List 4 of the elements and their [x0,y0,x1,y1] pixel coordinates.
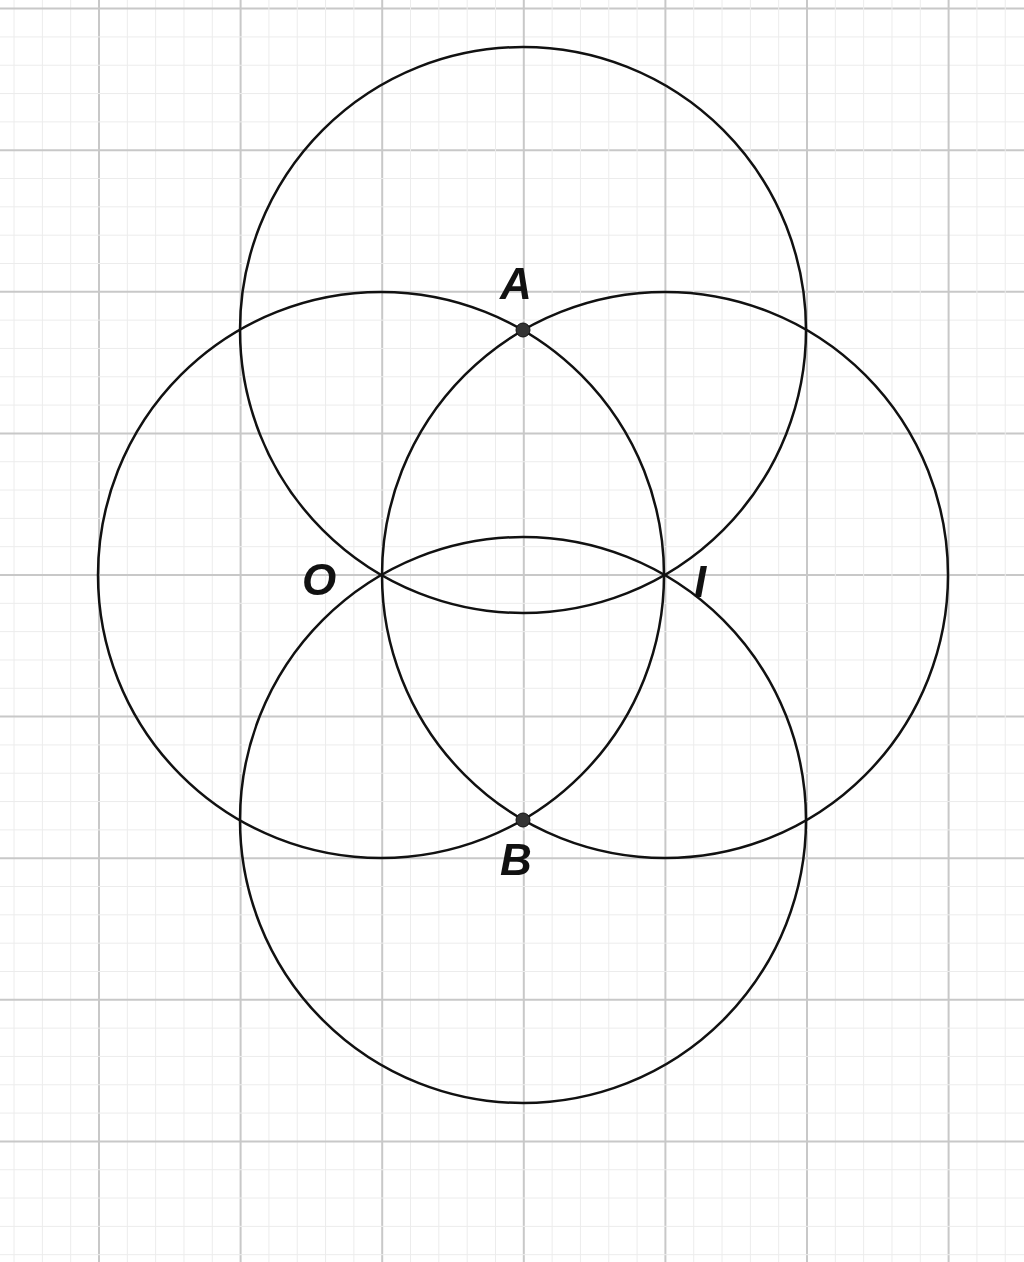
point-label: I [694,560,707,604]
point-label: A [500,262,532,306]
point-label: B [500,838,532,882]
point-label: O [302,558,337,602]
